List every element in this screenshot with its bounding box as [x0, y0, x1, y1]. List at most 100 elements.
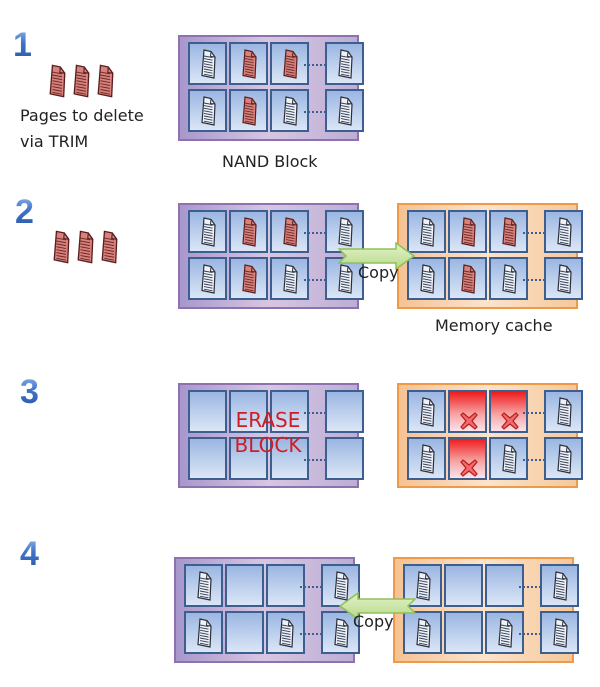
- nand-block: [178, 203, 364, 309]
- ellipsis-dots: [523, 412, 545, 414]
- erase-block-text: ERASE BLOCK: [228, 408, 308, 458]
- caption-line-2: via TRIM: [20, 132, 89, 151]
- page-cell: [544, 257, 583, 300]
- page-icon: [556, 263, 573, 295]
- page-icon: [419, 443, 436, 475]
- trim-page-icon: [241, 48, 258, 80]
- trim-pages-group-2: [52, 230, 122, 266]
- page-cell: [188, 89, 227, 132]
- empty-page-cell: [270, 390, 309, 433]
- page-cell: [540, 611, 579, 654]
- page-cell: [188, 257, 227, 300]
- page-cell: [407, 210, 446, 253]
- trim-page-icon: [241, 263, 258, 295]
- trim-page-cell: [229, 210, 268, 253]
- memory-cache-block: [397, 203, 583, 309]
- page-cell: [325, 257, 364, 300]
- empty-page-cell: [229, 437, 268, 480]
- trim-page-cell: [229, 89, 268, 132]
- step-number-3: 3: [20, 373, 39, 411]
- deleted-page-cell: [448, 437, 487, 480]
- trim-page-cell: [229, 257, 268, 300]
- ellipsis-dots: [300, 586, 322, 588]
- caption-line-1: Pages to delete: [20, 106, 144, 125]
- page-cell: [270, 89, 309, 132]
- page-icon: [282, 263, 299, 295]
- nand-block: [174, 557, 360, 663]
- ellipsis-dots: [519, 633, 541, 635]
- page-icon: [501, 263, 518, 295]
- page-icon: [200, 216, 217, 248]
- trim-page-icon: [241, 95, 258, 127]
- trim-page-icon: [460, 263, 477, 295]
- page-icon: [556, 443, 573, 475]
- page-icon: [196, 617, 213, 649]
- erase-text-line-1: ERASE: [235, 408, 301, 432]
- page-icon: [337, 263, 354, 295]
- page-cell: [489, 437, 528, 480]
- trim-page-icon: [96, 64, 115, 98]
- page-icon: [552, 570, 569, 602]
- empty-page-cell: [444, 611, 483, 654]
- page-icon: [419, 263, 436, 295]
- step-number-1: 1: [13, 26, 32, 64]
- page-cell: [489, 257, 528, 300]
- step-number-2: 2: [15, 193, 34, 231]
- empty-page-cell: [325, 390, 364, 433]
- page-cell: [403, 564, 442, 607]
- page-cell: [403, 611, 442, 654]
- memory-cache-label: Memory cache: [435, 316, 553, 335]
- ellipsis-dots: [304, 412, 326, 414]
- page-icon: [337, 48, 354, 80]
- page-icon: [556, 396, 573, 428]
- trim-page-cell: [448, 210, 487, 253]
- trim-pages-group-1: [48, 64, 118, 100]
- empty-page-cell: [485, 564, 524, 607]
- page-cell: [485, 611, 524, 654]
- ellipsis-dots: [523, 232, 545, 234]
- memory-cache-block: [393, 557, 579, 663]
- page-icon: [196, 570, 213, 602]
- page-cell: [321, 611, 360, 654]
- page-icon: [337, 216, 354, 248]
- copy-label-step4: Copy: [353, 612, 394, 631]
- empty-page-cell: [444, 564, 483, 607]
- trim-page-cell: [448, 257, 487, 300]
- page-cell: [325, 210, 364, 253]
- trim-page-icon: [460, 216, 477, 248]
- page-icon: [501, 443, 518, 475]
- empty-page-cell: [266, 564, 305, 607]
- memory-cache-block: [397, 383, 583, 488]
- trim-page-cell: [489, 210, 528, 253]
- trim-page-icon: [52, 230, 71, 264]
- page-icon: [556, 216, 573, 248]
- trim-page-icon: [100, 230, 119, 264]
- page-icon: [415, 617, 432, 649]
- page-icon: [419, 396, 436, 428]
- trim-page-icon: [282, 216, 299, 248]
- page-cell: [407, 390, 446, 433]
- empty-page-cell: [229, 390, 268, 433]
- empty-page-cell: [188, 437, 227, 480]
- page-cell: [544, 437, 583, 480]
- page-cell: [325, 42, 364, 85]
- trim-page-cell: [229, 42, 268, 85]
- nand-block-label: NAND Block: [222, 152, 318, 171]
- copy-arrow-right-icon: [338, 242, 416, 270]
- page-cell: [270, 257, 309, 300]
- trim-page-cell: [270, 210, 309, 253]
- ellipsis-dots: [304, 111, 326, 113]
- ellipsis-dots: [523, 459, 545, 461]
- trim-page-icon: [72, 64, 91, 98]
- trim-page-icon: [48, 64, 67, 98]
- trim-page-icon: [282, 48, 299, 80]
- page-icon: [200, 48, 217, 80]
- trim-page-icon: [241, 216, 258, 248]
- page-cell: [544, 390, 583, 433]
- erase-text-line-2: BLOCK: [234, 433, 302, 457]
- ellipsis-dots: [304, 459, 326, 461]
- page-icon: [337, 95, 354, 127]
- page-icon: [415, 570, 432, 602]
- ellipsis-dots: [304, 64, 326, 66]
- trim-page-cell: [270, 42, 309, 85]
